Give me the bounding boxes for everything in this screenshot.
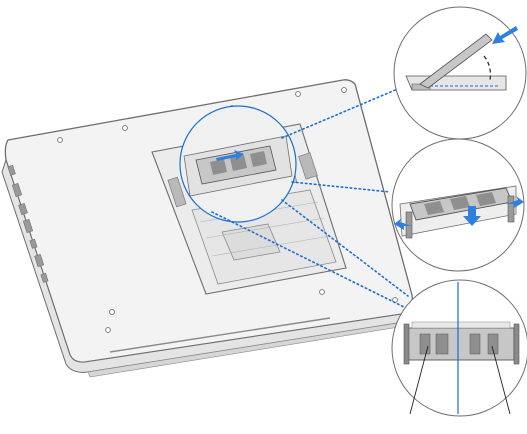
side-latch-right bbox=[514, 324, 519, 364]
screw bbox=[342, 88, 347, 93]
screw bbox=[58, 138, 63, 143]
screw bbox=[106, 328, 111, 333]
module-pin-strip bbox=[412, 322, 510, 328]
chip bbox=[420, 334, 430, 354]
screw bbox=[296, 92, 301, 97]
chip bbox=[436, 334, 448, 354]
chip bbox=[470, 334, 480, 354]
side-latch-left bbox=[404, 324, 409, 364]
callout-circle-top bbox=[394, 7, 526, 139]
callout-notch-alignment bbox=[392, 280, 527, 416]
screw bbox=[320, 290, 325, 295]
callout-press-down bbox=[392, 139, 524, 271]
screw bbox=[110, 310, 115, 315]
callout-angled-insertion bbox=[394, 7, 526, 139]
screw bbox=[123, 126, 128, 131]
memory-slot-magnifier bbox=[180, 106, 296, 222]
latch-right bbox=[508, 196, 514, 222]
